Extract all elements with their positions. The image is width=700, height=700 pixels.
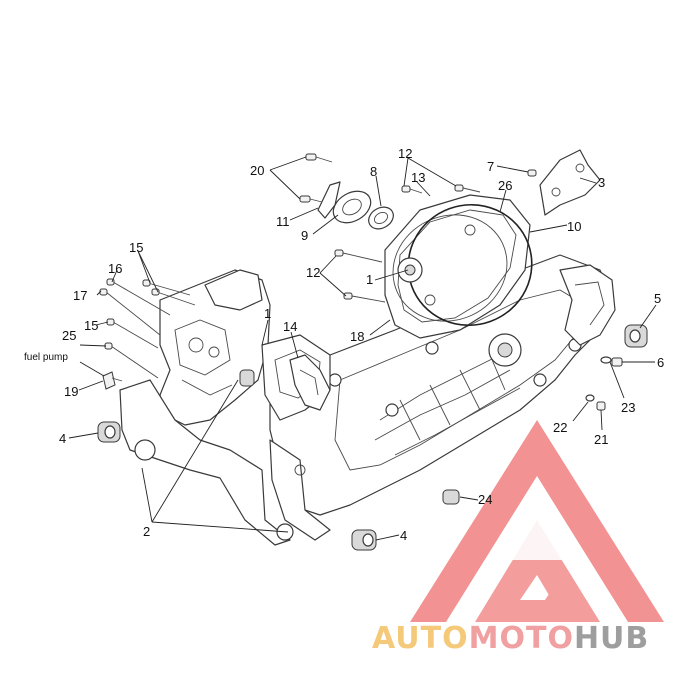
label-11: 11 (276, 214, 290, 229)
watermark-triangle-outer (410, 420, 664, 622)
sleeve-part-24 (442, 489, 460, 505)
label-7: 7 (487, 159, 494, 174)
label-10: 10 (567, 219, 581, 234)
label-22: 22 (553, 420, 567, 435)
label-19: 19 (64, 384, 78, 399)
part-labels: 20 8 12 7 3 13 26 11 9 10 15 16 12 1 17 … (24, 146, 664, 543)
label-13: 13 (411, 170, 425, 185)
bushing-part-4-bottom (351, 529, 377, 551)
label-20: 20 (250, 163, 264, 178)
retaining-plate-part-11 (317, 181, 341, 219)
label-26: 26 (498, 178, 512, 193)
watermark-inner-notch (505, 505, 570, 560)
watermark-hub: HUB (574, 621, 649, 656)
watermark-logo (410, 420, 664, 622)
label-25: 25 (62, 328, 76, 343)
label-15-top: 15 (129, 240, 143, 255)
main-crankcase (261, 254, 616, 541)
label-9: 9 (301, 228, 308, 243)
leader-lines (68, 156, 657, 541)
label-fuel-pump: fuel pump (24, 352, 68, 363)
label-2: 2 (143, 524, 150, 539)
label-8: 8 (370, 164, 377, 179)
label-12-top: 12 (398, 146, 412, 161)
seal-part-8 (368, 206, 394, 230)
label-1-cover: 1 (366, 272, 373, 287)
svg-text:AUTOMOTOHUB: AUTOMOTOHUB (372, 621, 649, 656)
label-4-left: 4 (59, 431, 66, 446)
left-crankcase-half (119, 269, 294, 546)
bushing-part-5 (624, 324, 648, 348)
label-17: 17 (73, 288, 87, 303)
label-15-mid: 15 (84, 318, 98, 333)
watermark-auto: AUTO (372, 621, 469, 656)
cover-plate-part-3 (539, 149, 601, 216)
magneto-cover (384, 194, 533, 339)
label-3: 3 (598, 175, 605, 190)
bushing-part-4-left (97, 421, 121, 443)
watermark-moto: MOTO (469, 621, 574, 656)
watermark-triangle-inner (475, 520, 600, 622)
label-24: 24 (478, 492, 492, 507)
label-14: 14 (283, 319, 297, 334)
label-18: 18 (350, 329, 364, 344)
label-23: 23 (621, 400, 635, 415)
watermark-text: AUTOMOTOHUB (372, 621, 649, 656)
label-21: 21 (594, 432, 608, 447)
label-1-case: 1 (264, 306, 271, 321)
label-6: 6 (657, 355, 664, 370)
bracket-part-14 (289, 354, 331, 411)
label-4-bottom: 4 (400, 528, 407, 543)
label-5: 5 (654, 291, 661, 306)
label-12-side: 12 (306, 265, 320, 280)
label-16: 16 (108, 261, 122, 276)
